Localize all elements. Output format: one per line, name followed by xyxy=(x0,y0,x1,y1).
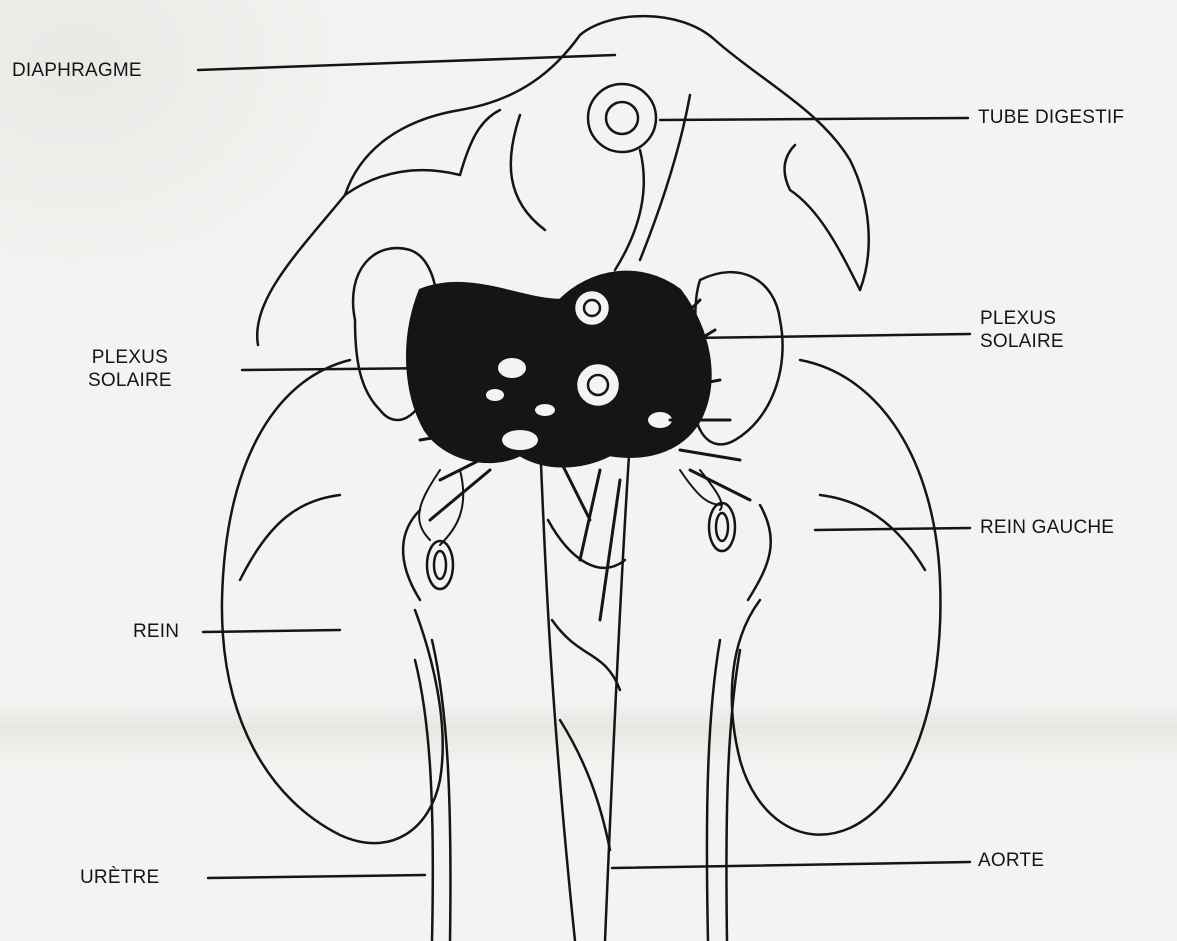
vessel-upper-left xyxy=(511,115,545,230)
plexus-void-1 xyxy=(498,358,526,378)
digestive-tube-inner xyxy=(606,102,638,134)
artery-lower xyxy=(576,363,620,407)
aorta-right-wall xyxy=(605,440,630,941)
aorta-branch-3 xyxy=(560,720,610,850)
right-ureter-a xyxy=(415,660,433,941)
label-uretre: URÈTRE xyxy=(80,866,159,889)
label-tube-digestif: TUBE DIGESTIF xyxy=(978,106,1124,129)
aorta-branch-2 xyxy=(552,620,620,690)
digestive-tube-stalk xyxy=(615,150,644,270)
diaphragm-inner-left xyxy=(345,110,500,195)
left-ureter-b xyxy=(726,650,740,941)
leader-plexus-right xyxy=(690,334,970,338)
leader-rein-gauche xyxy=(815,528,970,530)
left-kidney-hilum xyxy=(748,505,771,600)
label-plexus-solaire-right: PLEXUS SOLAIRE xyxy=(980,307,1064,353)
plexus-void-2 xyxy=(486,389,504,401)
artery-upper xyxy=(574,290,610,326)
diaphragm-inner-right xyxy=(785,145,860,290)
left-ureter-a xyxy=(707,640,720,941)
plexus-void-5 xyxy=(648,412,672,428)
label-rein-gauche: REIN GAUCHE xyxy=(980,516,1114,539)
plexus-void-3 xyxy=(535,404,555,416)
digestive-tube-outer xyxy=(588,84,656,152)
leader-tube-digestif xyxy=(660,118,968,120)
left-renal-vessel xyxy=(709,503,735,551)
plexus-void-4 xyxy=(502,430,538,450)
nerve-strand-right-kidney xyxy=(419,470,463,545)
right-renal-vessel xyxy=(427,541,453,589)
leader-uretre xyxy=(208,875,425,878)
aorta-left-wall xyxy=(540,440,575,941)
label-aorte: AORTE xyxy=(978,849,1044,872)
right-kidney-hilum xyxy=(403,510,420,600)
label-plexus-solaire-left: PLEXUS SOLAIRE xyxy=(88,346,172,392)
label-diaphragme: DIAPHRAGME xyxy=(12,59,142,82)
label-rein: REIN xyxy=(133,620,179,643)
leader-aorte xyxy=(612,862,970,868)
left-kidney-fold xyxy=(820,495,925,570)
right-kidney-outline xyxy=(222,360,443,843)
right-ureter-b xyxy=(432,640,450,941)
right-kidney-fold xyxy=(240,495,340,580)
left-kidney-outline xyxy=(732,360,941,835)
solar-plexus-mass xyxy=(407,272,710,466)
